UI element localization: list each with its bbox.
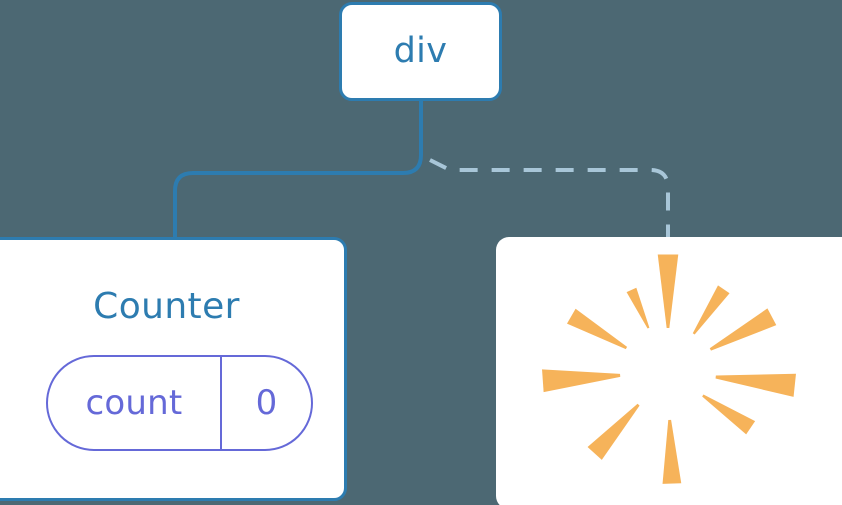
burst-ray-8 [542, 369, 621, 393]
state-key-cell: count [48, 357, 222, 449]
node-counter[interactable]: Counter count 0 [0, 237, 347, 501]
node-counter-label: Counter [93, 286, 240, 327]
burst-ray-10 [626, 287, 650, 329]
state-key-label: count [85, 383, 183, 423]
burst-ray-7 [587, 403, 640, 460]
burst-ray-9 [566, 308, 628, 350]
state-value-cell: 0 [222, 357, 311, 449]
burst-ray-5 [702, 394, 756, 435]
burst-ray-1 [657, 254, 679, 329]
connector-div-to-counter [173, 101, 423, 240]
node-render-burst[interactable] [496, 237, 842, 505]
burst-ray-3 [709, 308, 777, 351]
state-pill-count[interactable]: count 0 [46, 355, 313, 451]
burst-ray-4 [715, 373, 796, 397]
state-value-label: 0 [255, 383, 278, 423]
node-div-label: div [393, 31, 448, 71]
burst-ray-6 [662, 419, 682, 484]
connector-div-to-burst [429, 158, 670, 240]
node-div[interactable]: div [339, 2, 502, 101]
burst-ray-2 [692, 285, 730, 335]
sparkle-burst-icon [542, 254, 796, 484]
